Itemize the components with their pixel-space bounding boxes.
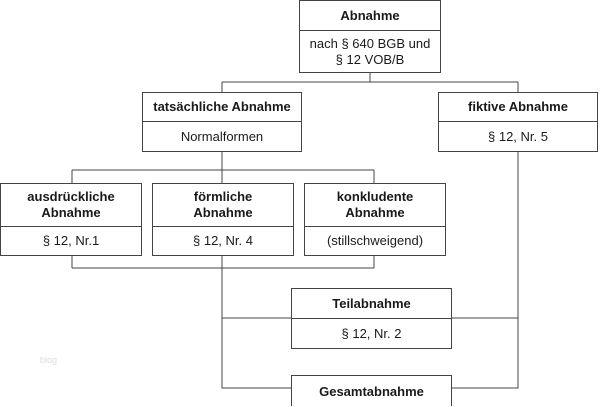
node-ausdrueckliche-abnahme: ausdrückliche Abnahme § 12, Nr.1 bbox=[0, 183, 142, 256]
node-fiktive-abnahme: fiktive Abnahme § 12, Nr. 5 bbox=[438, 92, 598, 152]
node-tatsaechliche-abnahme: tatsächliche Abnahme Normalformen bbox=[142, 92, 302, 152]
node-teilabnahme-body: § 12, Nr. 2 bbox=[341, 325, 402, 341]
node-foermliche-abnahme: förmliche Abnahme § 12, Nr. 4 bbox=[152, 183, 294, 256]
node-abnahme-body: nach § 640 BGB und § 12 VOB/B bbox=[300, 31, 440, 72]
node-teilabnahme: Teilabnahme § 12, Nr. 2 bbox=[291, 288, 452, 349]
node-tatsaechliche-body: Normalformen bbox=[180, 128, 264, 144]
node-abnahme-line1: nach § 640 BGB und bbox=[309, 35, 431, 51]
connector-left-trunk bbox=[221, 256, 291, 389]
node-foermliche-body: § 12, Nr. 4 bbox=[193, 233, 253, 248]
watermark-text: blog bbox=[40, 355, 58, 365]
node-tatsaechliche-title: tatsächliche Abnahme bbox=[143, 93, 301, 122]
node-foermliche-title-line1: förmliche bbox=[193, 189, 253, 204]
node-abnahme: Abnahme nach § 640 BGB und § 12 VOB/B bbox=[299, 0, 441, 73]
node-gesamtabnahme: Gesamtabnahme bbox=[291, 375, 452, 406]
node-konkludente-title-line1: konkludente bbox=[336, 189, 414, 204]
node-konkludente-abnahme: konkludente Abnahme (stillschweigend) bbox=[304, 183, 446, 256]
node-teilabnahme-title: Teilabnahme bbox=[292, 289, 451, 319]
node-ausdrueckliche-title-line2: Abnahme bbox=[41, 205, 101, 220]
node-konkludente-body: (stillschweigend) bbox=[326, 233, 424, 248]
node-foermliche-title: förmliche Abnahme bbox=[153, 184, 293, 227]
node-konkludente-title: konkludente Abnahme bbox=[305, 184, 445, 227]
node-abnahme-line2: § 12 VOB/B bbox=[335, 51, 405, 67]
node-fiktive-body: § 12, Nr. 5 bbox=[488, 128, 548, 144]
node-ausdrueckliche-body: § 12, Nr.1 bbox=[42, 233, 100, 248]
node-ausdrueckliche-title-line1: ausdrückliche bbox=[27, 189, 115, 204]
node-fiktive-title: fiktive Abnahme bbox=[439, 93, 597, 122]
node-ausdrueckliche-title: ausdrückliche Abnahme bbox=[1, 184, 141, 227]
node-konkludente-title-line2: Abnahme bbox=[345, 205, 405, 220]
node-abnahme-title: Abnahme bbox=[300, 1, 440, 31]
node-gesamtabnahme-title: Gesamtabnahme bbox=[319, 383, 424, 399]
connector-right-trunk bbox=[452, 152, 519, 389]
node-foermliche-title-line2: Abnahme bbox=[193, 205, 253, 220]
